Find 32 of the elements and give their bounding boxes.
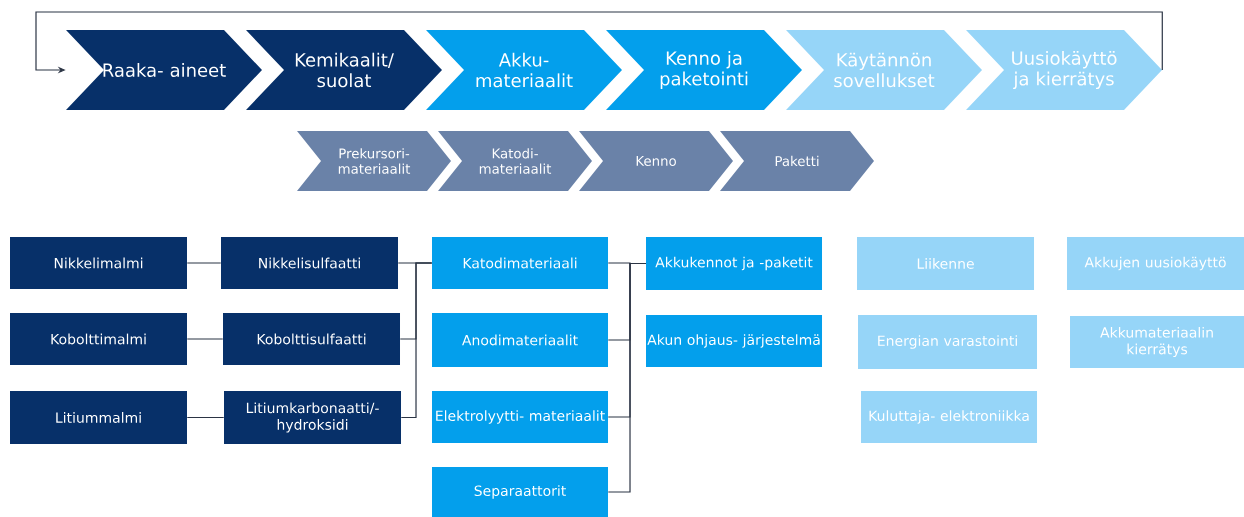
process-box: Katodimateriaali (432, 237, 608, 289)
process-box: Kuluttaja- elektroniikka (861, 391, 1037, 443)
chevron-step: Uusiokäyttö ja kierrätys (966, 30, 1162, 110)
connector-line (186, 416, 225, 419)
chevron-step: Prekursori- materiaalit (297, 131, 451, 191)
process-box: Akkumateriaalin kierrätys (1070, 316, 1244, 368)
connector-line (186, 338, 224, 340)
process-box: Anodimateriaalit (432, 313, 608, 367)
chevron-step: Katodi- materiaalit (438, 131, 592, 191)
process-box: Litiumkarbonaatti/- hydroksidi (224, 391, 401, 444)
chevron-step: Kemikaalit/ suolat (246, 30, 442, 110)
chevron-step: Raaka- aineet (66, 30, 262, 110)
chevron-step: Kenno ja paketointi (606, 30, 802, 110)
process-box: Elektrolyytti- materiaalit (432, 391, 608, 443)
process-box: Separaattorit (432, 467, 608, 517)
process-box: Kobolttisulfaatti (223, 313, 400, 365)
connector-line (400, 262, 433, 419)
connector-line (607, 262, 647, 493)
process-box: Akun ohjaus- järjestelmä (646, 315, 822, 367)
process-box: Nikkelimalmi (10, 237, 187, 289)
process-box: Energian varastointi (858, 315, 1037, 369)
chevron-step: Käytännön sovellukset (786, 30, 982, 110)
chevron-step: Paketti (720, 131, 874, 191)
process-box: Liikenne (857, 237, 1034, 290)
connector-line (186, 262, 222, 264)
chevron-step: Akku- materiaalit (426, 30, 622, 110)
process-box: Akkujen uusiokäyttö (1067, 237, 1244, 290)
chevron-step: Kenno (579, 131, 733, 191)
process-box: Litiummalmi (10, 391, 187, 444)
process-box: Akkukennot ja -paketit (646, 237, 822, 290)
process-box: Nikkelisulfaatti (221, 237, 398, 289)
process-box: Kobolttimalmi (10, 313, 187, 365)
